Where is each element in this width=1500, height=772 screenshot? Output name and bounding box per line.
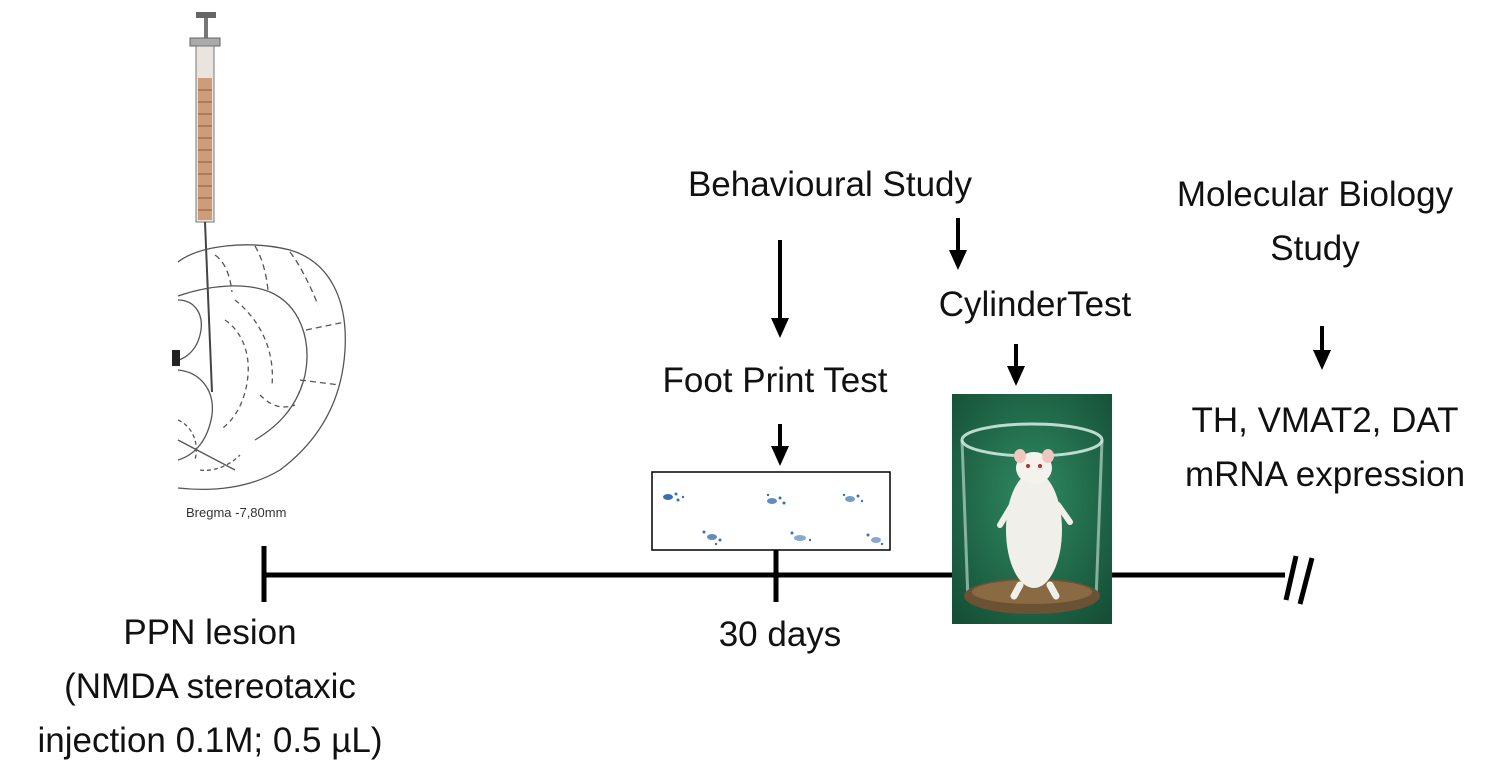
arrow-behavioural-to-cylinder: [949, 218, 967, 270]
ppn-lesion-line-1: PPN lesion: [123, 613, 297, 652]
arrow-footprint-to-image: [771, 424, 789, 466]
mrna-expression-label: TH, VMAT2, DAT mRNA expression: [1160, 394, 1490, 502]
ppn-lesion-line-2: (NMDA stereotaxic: [64, 667, 356, 706]
behavioural-study-label: Behavioural Study: [687, 165, 973, 204]
cylinder-test-photo: [952, 394, 1112, 624]
arrow-cylinder-to-photo: [1007, 344, 1025, 386]
ppn-lesion-line-3: injection 0.1M; 0.5 µL): [37, 721, 383, 760]
expression-line-2: mRNA expression: [1184, 455, 1466, 494]
cylinder-test-label: CylinderTest: [938, 285, 1132, 324]
expression-line-1: TH, VMAT2, DAT: [1191, 401, 1459, 440]
molecular-line-1: Molecular Biology: [1176, 175, 1454, 214]
brain-section-diagram: [172, 244, 346, 491]
molecular-line-2: Study: [1270, 229, 1360, 268]
arrow-molecular-to-expression: [1313, 326, 1331, 370]
syringe-icon: [189, 12, 221, 393]
days30-label: 30 days: [718, 615, 842, 654]
ppn-lesion-label: PPN lesion (NMDA stereotaxic injection 0…: [0, 606, 420, 768]
axis-break-icon: [1283, 555, 1315, 605]
bregma-label: Bregma -7,80mm: [186, 505, 287, 520]
footprint-test-label: Foot Print Test: [662, 361, 888, 400]
molecular-biology-label: Molecular Biology Study: [1140, 168, 1490, 276]
arrow-behavioural-to-footprint: [771, 240, 789, 338]
footprint-image: [651, 471, 891, 551]
